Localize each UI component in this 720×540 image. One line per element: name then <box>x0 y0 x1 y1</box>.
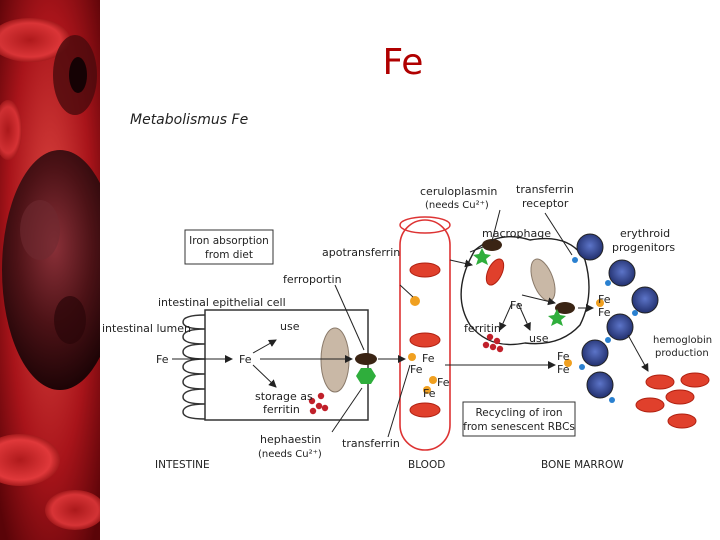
intestinal-lumen-label: intestinal lumen <box>102 322 191 335</box>
storage-label: ferritin <box>263 403 300 416</box>
intestine-section-label: INTESTINE <box>155 459 210 471</box>
fe-label: Fe <box>598 306 611 319</box>
intestinal-epithelial-cell <box>204 309 369 421</box>
ceruloplasmin-label: ceruloplasmin <box>420 185 497 198</box>
rbc <box>409 332 441 348</box>
fe-label: Fe <box>239 353 252 366</box>
green-hexagon-marker <box>356 368 376 384</box>
fe-label: Fe <box>557 350 570 363</box>
hemoglobin-label: hemoglobin <box>653 335 712 346</box>
iron-dots <box>408 299 604 394</box>
recycling-label: from senescent RBCs <box>463 421 575 433</box>
slide-title: Fe <box>382 42 424 83</box>
iron-absorption-box <box>184 229 274 265</box>
ferroportin-label: ferroportin <box>283 273 342 286</box>
fe-label: Fe <box>557 363 570 376</box>
blood-vessel <box>399 219 451 451</box>
erythroid-label: progenitors <box>612 241 675 254</box>
transferrin-receptor-label: transferrin <box>516 183 574 196</box>
use-label: use <box>280 320 300 333</box>
cell-nucleus <box>320 327 350 393</box>
epithelial-cell-label: intestinal epithelial cell <box>158 296 286 309</box>
ferritin-cluster <box>482 333 504 353</box>
ceruloplasmin-label: (needs Cu²⁺) <box>425 200 489 211</box>
iron-absorption-label: Iron absorption <box>189 235 269 247</box>
ceruloplasmin-marker <box>482 239 502 251</box>
blood-section-label: BLOOD <box>408 459 445 471</box>
transferrin-label: transferrin <box>342 437 400 450</box>
transferrin-receptors <box>572 257 638 403</box>
apotransferrin-label: apotransferrin <box>322 246 400 259</box>
hephaestin-label: hephaestin <box>260 433 321 446</box>
hemoglobin-rbcs <box>635 372 710 429</box>
hephaestin-label: (needs Cu²⁺) <box>258 449 322 460</box>
fe-label: Fe <box>156 353 169 366</box>
recycling-box <box>462 401 576 437</box>
fe-label: Fe <box>598 293 611 306</box>
fe-label: Fe <box>437 376 450 389</box>
green-star-marker <box>473 248 491 265</box>
slide-subtitle: Metabolismus Fe <box>130 112 249 128</box>
fe-label: Fe <box>422 352 435 365</box>
storage-label: storage as <box>255 390 313 403</box>
hemoglobin-label: production <box>655 348 709 359</box>
use-label: use <box>529 332 549 345</box>
ferroportin-channel <box>355 353 377 365</box>
intestinal-villi <box>182 314 206 420</box>
erythroid-label: erythroid <box>620 227 670 240</box>
transferrin-receptor-label: receptor <box>522 197 569 210</box>
rbc <box>409 262 441 278</box>
bone-marrow-section-label: BONE MARROW <box>541 459 624 471</box>
fe-label: Fe <box>423 387 436 400</box>
erythroid-progenitors <box>576 233 659 399</box>
recycling-label: Recycling of iron <box>475 407 562 419</box>
ferroportin-marker <box>555 302 575 314</box>
green-star-marker <box>548 309 566 326</box>
fe-label: Fe <box>510 299 523 312</box>
iron-absorption-label: from diet <box>205 249 253 261</box>
macrophage-label: macrophage <box>482 227 551 240</box>
ferritin-label: ferritin <box>464 322 501 335</box>
fe-label: Fe <box>410 363 423 376</box>
rbc <box>409 402 441 418</box>
apotransferrin-dot <box>410 296 420 306</box>
intestinal-ferritin <box>308 392 329 415</box>
red-blood-cells-side-image <box>0 0 100 540</box>
iron-metabolism-diagram: Iron absorption from diet <box>102 183 712 471</box>
macrophage <box>460 236 590 346</box>
rbc-in-macrophage <box>485 258 505 286</box>
